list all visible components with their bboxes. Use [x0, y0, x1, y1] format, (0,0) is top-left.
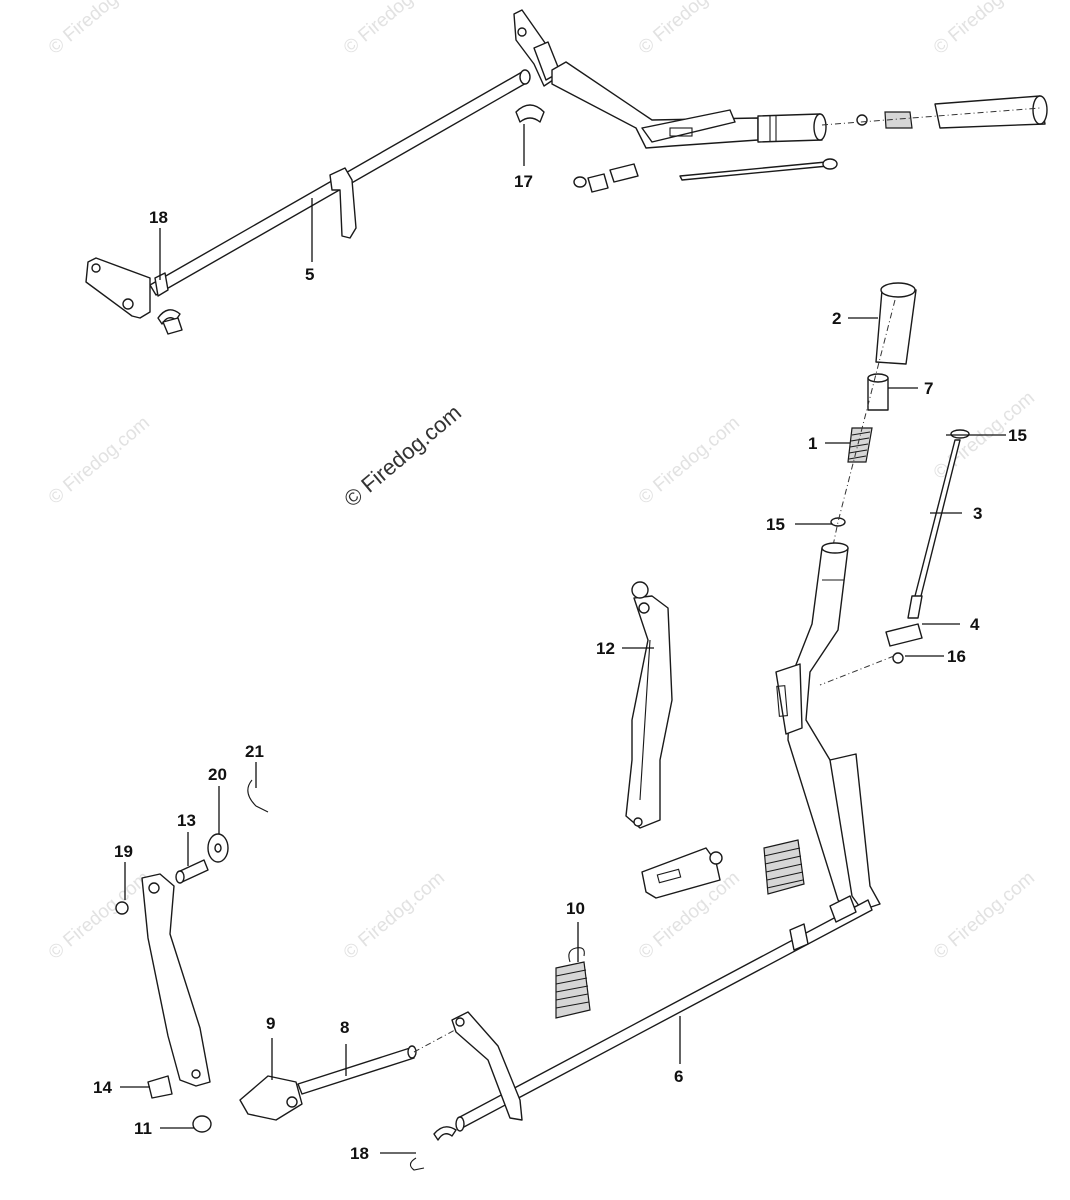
watermark-tile: © Firedog.com: [635, 412, 744, 508]
callout-4: 4: [970, 615, 980, 634]
callout-13: 13: [177, 811, 196, 830]
watermark-tile: © Firedog.com: [45, 867, 154, 963]
shaft-assembly-upper: [85, 9, 1048, 335]
callout-11: 11: [134, 1119, 152, 1138]
lever-lower-left: [115, 779, 456, 1133]
callout-20: 20: [208, 765, 227, 784]
watermark-tile: © Firedog.com: [340, 0, 449, 59]
callout-5: 5: [305, 265, 314, 284]
callout-3: 3: [973, 504, 982, 523]
callout-18-bottom: 18: [350, 1144, 369, 1163]
callout-1: 1: [808, 434, 817, 453]
callout-15-top: 15: [1008, 426, 1027, 445]
control-lever-assembly: [775, 282, 970, 911]
watermark-tile: © Firedog.com: [45, 412, 154, 508]
shaft-assembly-lower: [409, 839, 873, 1171]
watermark-tile: © Firedog.com: [635, 0, 744, 59]
callout-15-mid: 15: [766, 515, 785, 534]
callout-2: 2: [832, 309, 841, 328]
watermark-tile: © Firedog.com: [45, 0, 154, 59]
callout-19: 19: [114, 842, 133, 861]
leader-lines: [120, 124, 1006, 1154]
watermark-tile: © Firedog.com: [930, 0, 1039, 59]
lever-12: [625, 581, 673, 829]
callout-12: 12: [596, 639, 615, 658]
callout-10: 10: [566, 899, 585, 918]
callouts: 1 2 3 4 5 6 7 8 9 10 11 12 13 14 15 15 1…: [93, 172, 1027, 1163]
callout-9: 9: [266, 1014, 275, 1033]
callout-8: 8: [340, 1018, 349, 1037]
watermark-tile: © Firedog.com: [340, 867, 449, 963]
callout-16: 16: [947, 647, 966, 666]
callout-17: 17: [514, 172, 533, 191]
watermark-tile: © Firedog.com: [930, 867, 1039, 963]
callout-21: 21: [245, 742, 264, 761]
callout-18-top: 18: [149, 208, 168, 227]
callout-6: 6: [674, 1067, 683, 1086]
callout-7: 7: [924, 379, 933, 398]
watermark-center: © Firedog.com: [339, 400, 466, 512]
callout-14: 14: [93, 1078, 112, 1097]
